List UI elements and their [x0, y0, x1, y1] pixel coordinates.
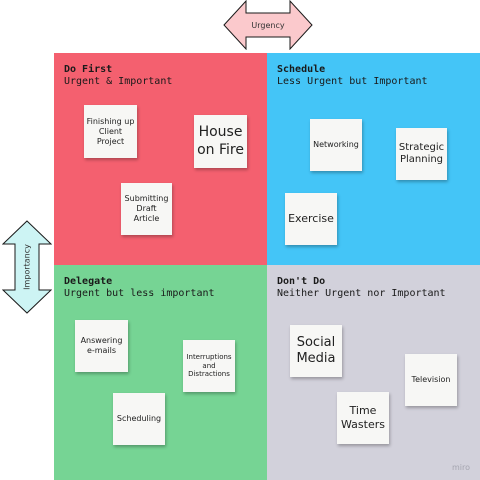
quadrant-delegate: Delegate Urgent but less important Answe…	[54, 265, 267, 480]
sticky-note[interactable]: Networking	[310, 119, 362, 171]
importancy-arrow: Importancy	[2, 220, 52, 314]
quadrant-title: Don't Do	[277, 276, 326, 287]
urgency-label: Urgency	[251, 21, 284, 30]
quadrant-title: Delegate	[64, 276, 113, 287]
sticky-note[interactable]: Answering e-mails	[75, 320, 128, 372]
sticky-note[interactable]: Finishing up Client Project	[84, 105, 137, 158]
sticky-note[interactable]: Strategic Planning	[396, 128, 447, 180]
sticky-note[interactable]: Submitting Draft Article	[121, 183, 172, 235]
miro-watermark: miro	[451, 463, 470, 472]
quadrant-dont-do: Don't Do Neither Urgent nor Important So…	[267, 265, 480, 480]
quadrant-title: Do First	[64, 64, 113, 75]
sticky-note[interactable]: Interruptions and Distractions	[183, 340, 235, 392]
quadrant-title: Schedule	[277, 64, 326, 75]
quadrant-subtitle: Less Urgent but Important	[277, 76, 428, 87]
quadrant-subtitle: Urgent & Important	[64, 76, 173, 87]
sticky-note[interactable]: House on Fire	[194, 115, 247, 168]
quadrant-subtitle: Urgent but less important	[64, 288, 215, 299]
sticky-note[interactable]: Television	[405, 354, 457, 406]
quadrant-subtitle: Neither Urgent nor Important	[277, 288, 446, 299]
urgency-arrow: Urgency	[223, 0, 313, 50]
sticky-note[interactable]: Exercise	[285, 193, 337, 245]
sticky-note[interactable]: Scheduling	[113, 393, 165, 445]
sticky-note[interactable]: Social Media	[290, 325, 342, 377]
quadrant-schedule: Schedule Less Urgent but Important Netwo…	[267, 53, 480, 265]
quadrant-do-first: Do First Urgent & Important Finishing up…	[54, 53, 267, 265]
sticky-note[interactable]: Time Wasters	[337, 392, 389, 444]
importancy-label: Importancy	[23, 244, 32, 290]
